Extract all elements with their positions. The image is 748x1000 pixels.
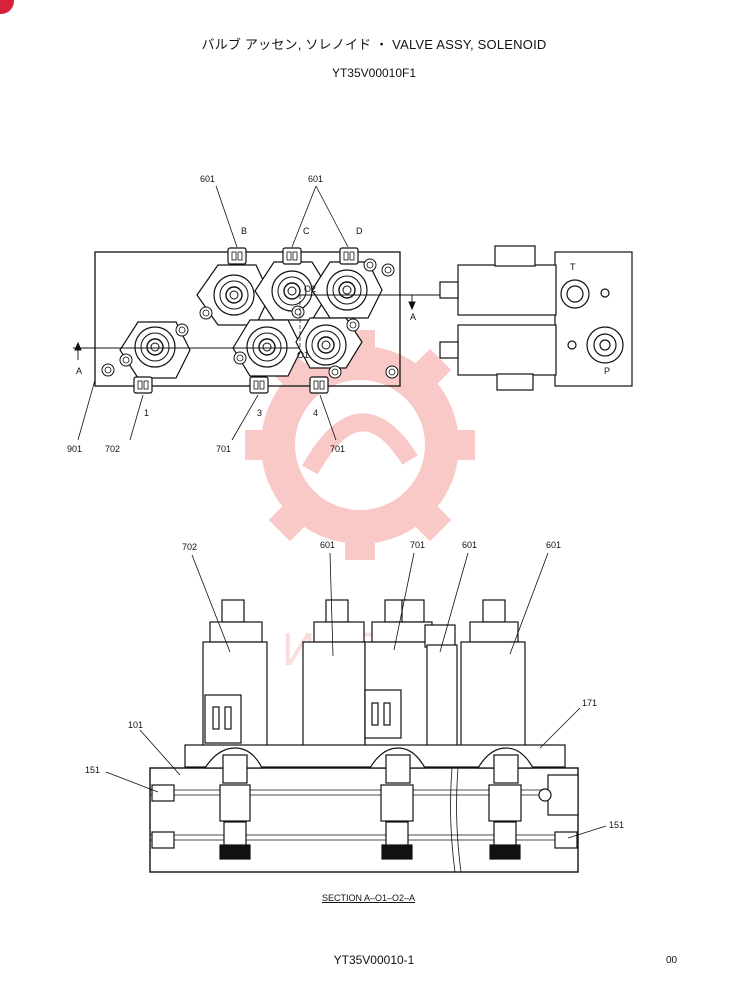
label-702-section: 702 <box>182 542 197 552</box>
solenoid-2 <box>302 599 366 761</box>
label-101: 101 <box>128 720 143 730</box>
label-151-left: 151 <box>85 765 100 775</box>
label-a-left: A <box>76 366 82 376</box>
label-d: D <box>356 226 363 236</box>
plug-151-right <box>554 831 578 849</box>
section-view <box>105 552 607 873</box>
drawing-code: YT35V00010F1 <box>331 66 417 80</box>
label-4: 4 <box>313 408 318 418</box>
label-t: T <box>570 262 576 272</box>
port-1 <box>119 321 191 394</box>
solenoid-5 <box>460 599 526 761</box>
label-3: 3 <box>257 408 262 418</box>
label-1: 1 <box>144 408 149 418</box>
label-c: C <box>303 226 310 236</box>
footer-code: YT35V00010-1 <box>333 953 415 967</box>
label-601-section-c: 601 <box>546 540 561 550</box>
solenoid-4 <box>424 624 458 761</box>
label-a-right: A <box>410 312 416 322</box>
spool-1 <box>203 747 263 860</box>
label-o2: O2 <box>304 284 316 294</box>
label-701-b: 701 <box>330 444 345 454</box>
label-601-b: 601 <box>308 174 323 184</box>
port-4 <box>295 317 363 394</box>
plug-151-left <box>151 784 175 802</box>
port-d <box>311 247 383 319</box>
manifold-plate <box>94 251 401 387</box>
footer-revision: 00 <box>666 955 678 966</box>
top-view <box>73 185 440 441</box>
label-601-section-a: 601 <box>320 540 335 550</box>
solenoid-3 <box>364 599 438 761</box>
spool-2 <box>368 747 427 860</box>
label-702: 702 <box>105 444 120 454</box>
label-o1: O1 <box>297 350 309 360</box>
label-601-a: 601 <box>200 174 215 184</box>
solenoid-1 <box>202 599 268 761</box>
label-151-right: 151 <box>609 820 624 830</box>
label-701-section: 701 <box>410 540 425 550</box>
spool-3 <box>476 747 535 860</box>
side-view <box>439 245 633 391</box>
label-b: B <box>241 226 247 236</box>
label-p: P <box>604 366 610 376</box>
label-601-section-b: 601 <box>462 540 477 550</box>
label-901: 901 <box>67 444 82 454</box>
label-701-a: 701 <box>216 444 231 454</box>
page-title: バルブ アッセン, ソレノイド ・ VALVE ASSY, SOLENOID <box>201 37 547 52</box>
watermark-gear <box>245 330 475 560</box>
section-caption: SECTION A–O1–O2–A <box>322 893 416 903</box>
label-171: 171 <box>582 698 597 708</box>
